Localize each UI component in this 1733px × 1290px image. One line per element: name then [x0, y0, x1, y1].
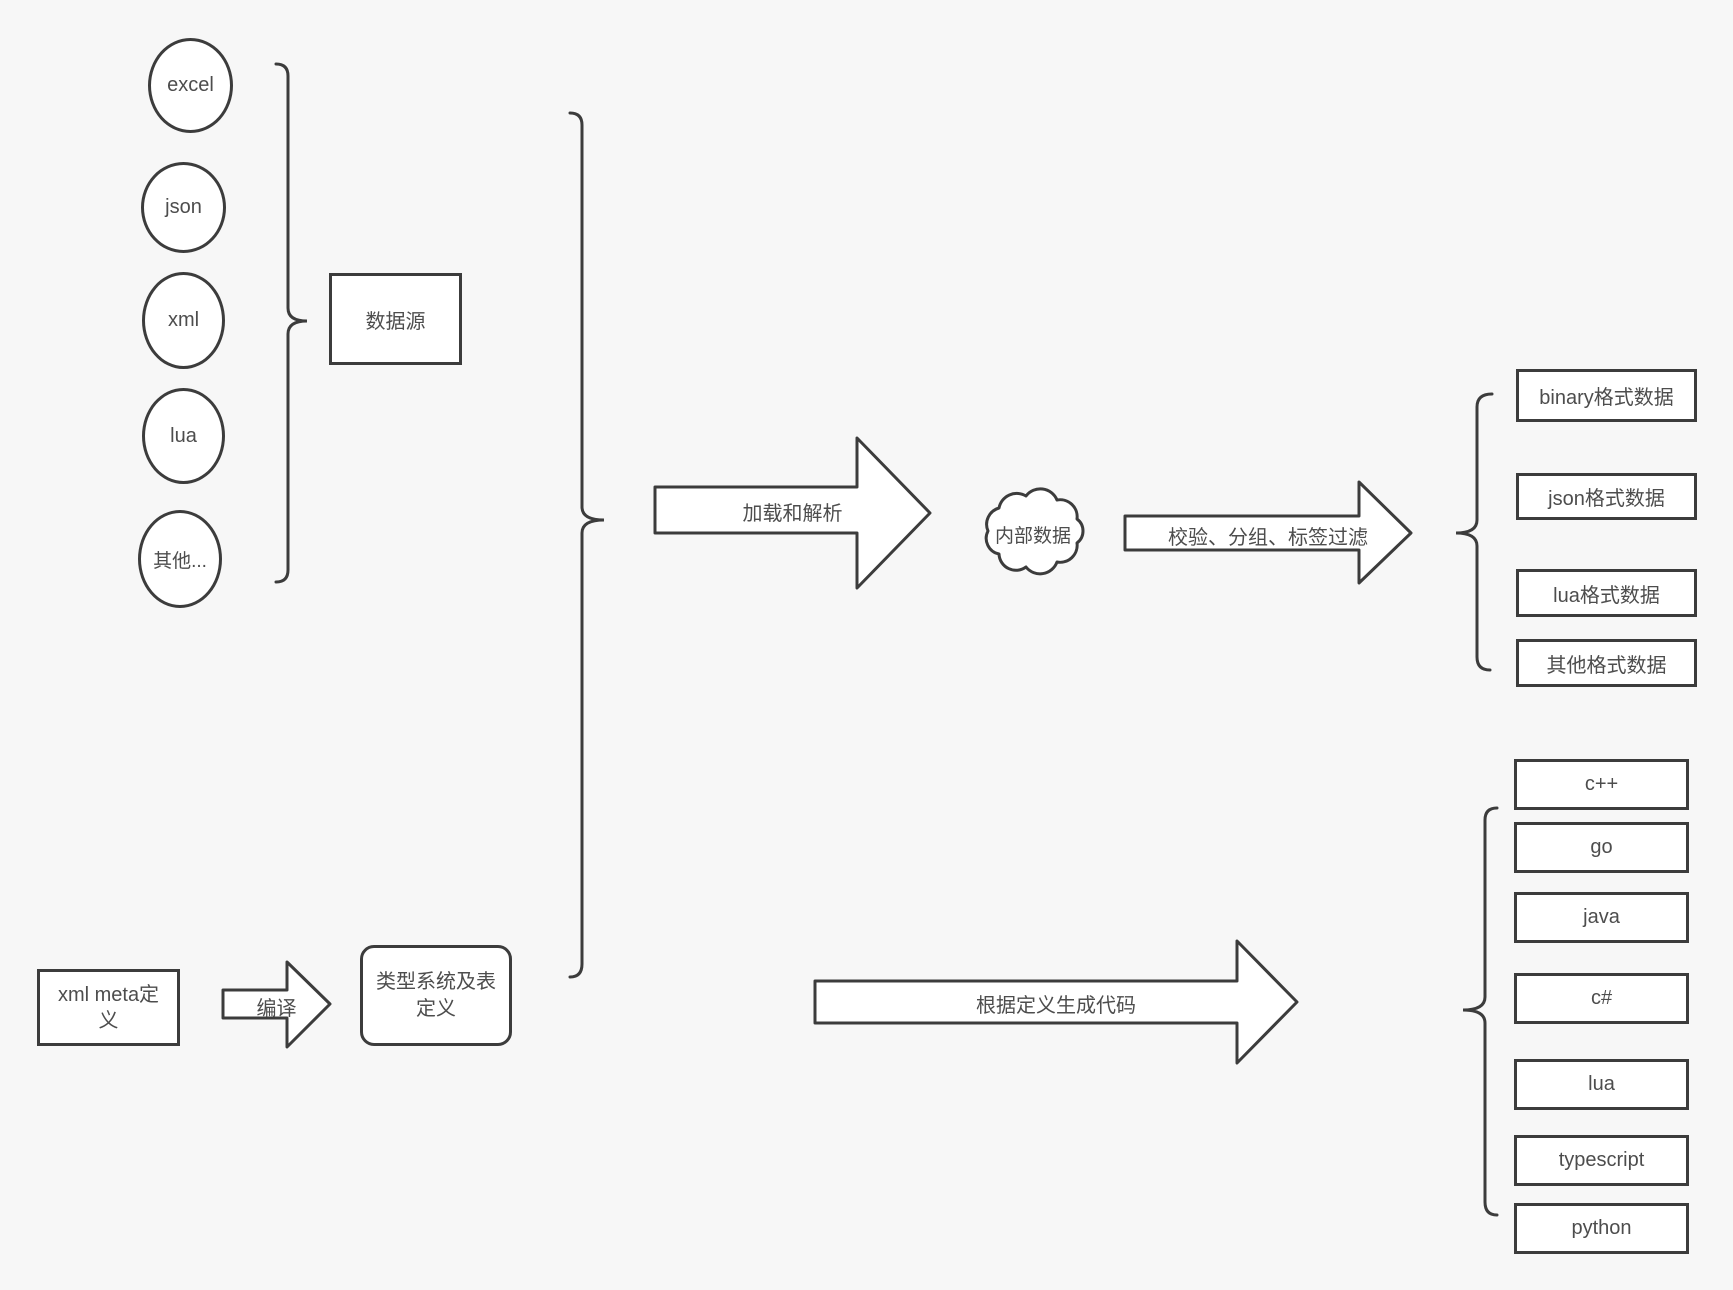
- xml-meta-box: xml meta定义: [37, 969, 180, 1046]
- language-label: c#: [1590, 987, 1613, 1009]
- filter-arrow-label: 校验、分组、标签过滤: [1168, 527, 1368, 549]
- type-system-box: 类型系统及表定义: [360, 945, 512, 1046]
- lang-box-go: go: [1514, 822, 1689, 873]
- sources-brace: [274, 62, 308, 584]
- lang-box-python: python: [1514, 1203, 1689, 1254]
- load-parse-arrow-label: 加载和解析: [742, 503, 843, 525]
- source-ellipse-lua: lua: [142, 388, 225, 484]
- codegen-arrow: [813, 939, 1299, 1065]
- data-source-label: 数据源: [365, 310, 426, 333]
- language-label: lua: [1588, 1073, 1615, 1095]
- source-ellipse-other: 其他...: [138, 510, 222, 608]
- codegen-arrow-label: 根据定义生成代码: [976, 995, 1136, 1017]
- source-label: excel: [167, 74, 214, 96]
- lang-box-csharp: c#: [1514, 973, 1689, 1024]
- internal-data-cloud: [984, 487, 1085, 576]
- source-label: 其他...: [153, 550, 207, 572]
- internal-data-label: 内部数据: [994, 526, 1071, 547]
- output-format-label: lua格式数据: [1553, 584, 1660, 607]
- lang-box-typescript: typescript: [1514, 1135, 1689, 1186]
- lang-box-cpp: c++: [1514, 759, 1689, 810]
- language-label: go: [1590, 836, 1613, 858]
- load-parse-arrow: [653, 436, 932, 590]
- compile-arrow: [221, 960, 332, 1049]
- filter-arrow: [1123, 480, 1413, 585]
- xml-meta-label: xml meta定义: [57, 983, 160, 1032]
- lang-box-java: java: [1514, 892, 1689, 943]
- output-format-label: 其他格式数据: [1546, 654, 1667, 677]
- source-label: json: [165, 196, 202, 218]
- output-box-json: json格式数据: [1516, 473, 1697, 520]
- output-format-label: binary格式数据: [1539, 387, 1674, 409]
- output-box-other: 其他格式数据: [1516, 639, 1697, 687]
- output-box-binary: binary格式数据: [1516, 369, 1697, 422]
- compile-arrow-label: 编译: [256, 998, 297, 1020]
- pipeline-input-brace: [568, 111, 605, 979]
- languages-brace: [1462, 806, 1499, 1217]
- output-formats-brace: [1455, 392, 1494, 672]
- source-ellipse-excel: excel: [148, 38, 233, 133]
- language-label: typescript: [1558, 1149, 1645, 1171]
- output-format-label: json格式数据: [1548, 488, 1665, 510]
- source-ellipse-xml: xml: [142, 272, 225, 369]
- language-label: java: [1583, 906, 1620, 928]
- source-label: lua: [170, 424, 197, 447]
- language-label: c++: [1584, 773, 1619, 795]
- source-label: xml: [167, 309, 200, 331]
- type-system-label: 类型系统及表定义: [376, 970, 496, 1020]
- lang-box-lua: lua: [1514, 1059, 1689, 1110]
- source-ellipse-json: json: [141, 162, 226, 253]
- output-box-lua: lua格式数据: [1516, 569, 1697, 617]
- language-label: python: [1571, 1217, 1632, 1239]
- data-source-box: 数据源: [329, 273, 462, 365]
